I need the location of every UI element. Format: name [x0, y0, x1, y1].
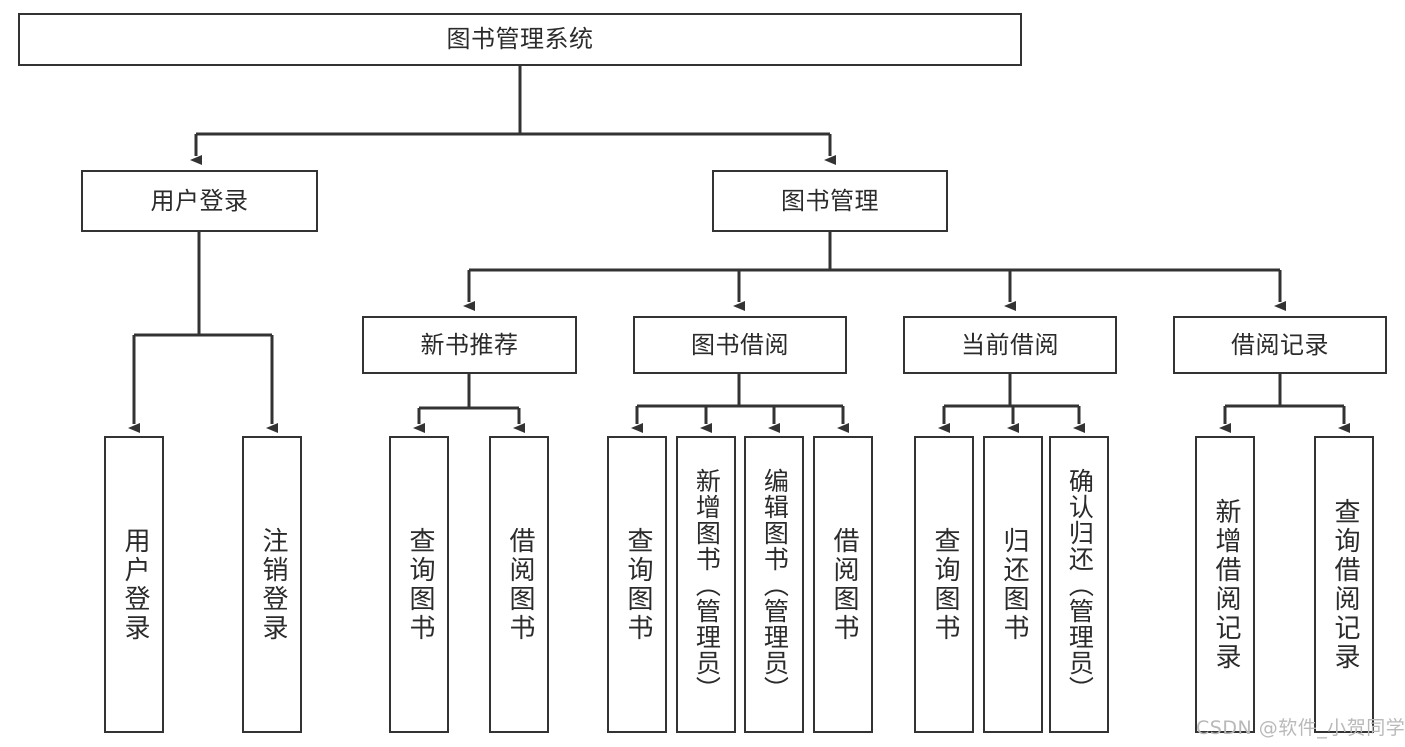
watermark-text: CSDN @软件_小贺同学	[1196, 717, 1405, 739]
node-label: 借阅记录	[1231, 330, 1329, 359]
node-label: 新书推荐	[420, 330, 519, 359]
node-leaf-confirm-return-admin[interactable]: 确认归还（管理员）	[1049, 436, 1109, 733]
node-label: 当前借阅	[961, 330, 1059, 359]
node-root-book-management-system[interactable]: 图书管理系统	[18, 13, 1022, 66]
node-label: 查询图书	[404, 526, 435, 643]
node-new-book-recommend[interactable]: 新书推荐	[362, 316, 577, 374]
node-label: 查询图书	[929, 526, 960, 643]
node-leaf-borrow-book-recommend[interactable]: 借阅图书	[489, 436, 549, 733]
node-book-borrow[interactable]: 图书借阅	[633, 316, 847, 374]
node-label: 归还图书	[998, 526, 1029, 643]
node-leaf-add-book-admin[interactable]: 新增图书（管理员）	[676, 436, 736, 733]
node-label: 查询借阅记录	[1329, 497, 1360, 672]
node-label: 图书管理系统	[446, 25, 594, 54]
node-leaf-logout[interactable]: 注销登录	[242, 436, 302, 733]
node-label: 图书管理	[781, 186, 879, 215]
node-label: 图书借阅	[691, 330, 789, 359]
node-current-borrow[interactable]: 当前借阅	[903, 316, 1117, 374]
node-leaf-borrow-book[interactable]: 借阅图书	[813, 436, 873, 733]
node-label: 用户登录	[119, 526, 150, 643]
node-leaf-add-borrow-record[interactable]: 新增借阅记录	[1195, 436, 1255, 733]
node-label: 确认归还（管理员）	[1065, 467, 1095, 702]
node-label: 编辑图书（管理员）	[760, 467, 790, 702]
node-leaf-query-borrow-record[interactable]: 查询借阅记录	[1314, 436, 1374, 733]
node-leaf-query-book-current[interactable]: 查询图书	[914, 436, 974, 733]
node-book-management[interactable]: 图书管理	[712, 170, 948, 232]
node-leaf-return-book[interactable]: 归还图书	[983, 436, 1043, 733]
node-label: 借阅图书	[504, 526, 535, 643]
node-label: 查询图书	[622, 526, 653, 643]
node-user-login[interactable]: 用户登录	[81, 170, 318, 232]
node-leaf-query-book-borrow[interactable]: 查询图书	[607, 436, 667, 733]
node-borrow-record[interactable]: 借阅记录	[1173, 316, 1387, 374]
node-label: 用户登录	[150, 186, 249, 215]
node-label: 注销登录	[257, 526, 288, 643]
node-label: 新增借阅记录	[1210, 497, 1241, 672]
node-label: 借阅图书	[828, 526, 859, 643]
node-leaf-edit-book-admin[interactable]: 编辑图书（管理员）	[744, 436, 804, 733]
node-leaf-query-book-recommend[interactable]: 查询图书	[389, 436, 449, 733]
node-leaf-user-login[interactable]: 用户登录	[104, 436, 164, 733]
node-label: 新增图书（管理员）	[692, 467, 722, 702]
